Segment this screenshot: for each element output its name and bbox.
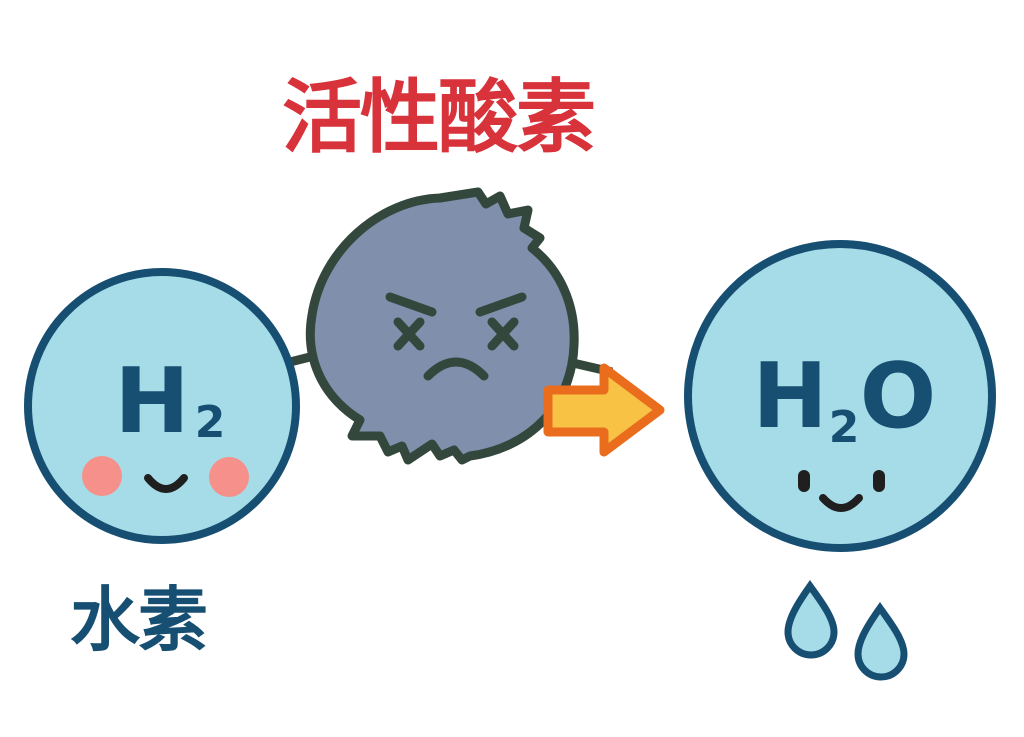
eye-right-icon [873, 470, 885, 492]
hydrogen-formula-subscript: 2 [195, 397, 226, 448]
hydrogen-caption: 水素 [70, 579, 208, 661]
x-eye-right-icon [487, 317, 519, 351]
eye-left-icon [798, 470, 810, 492]
reactive-oxygen-molecule [305, 187, 579, 465]
angry-brow-right-icon [475, 292, 527, 317]
hydrogen-molecule: H 2 [24, 268, 300, 544]
water-molecule: H 2 O [684, 240, 996, 552]
cheek-right-icon [209, 457, 249, 497]
water-formula-o: O [860, 344, 937, 449]
reactive-oxygen-title: 活性酸素 [282, 71, 596, 164]
water-formula-subscript: 2 [829, 402, 860, 453]
frown-icon [423, 357, 489, 381]
angry-brow-left-icon [385, 292, 437, 317]
cheek-left-icon [82, 456, 122, 496]
water-formula-h: H [752, 344, 827, 449]
x-eye-left-icon [393, 317, 425, 351]
hydrogen-formula-h: H [114, 349, 189, 454]
smile-icon [819, 494, 863, 512]
smile-icon [144, 474, 188, 493]
water-circle [684, 240, 996, 552]
arrow-right-icon [543, 363, 665, 457]
ros-body [305, 187, 579, 465]
water-drop-icon [784, 579, 838, 659]
water-drop-icon [854, 601, 908, 681]
